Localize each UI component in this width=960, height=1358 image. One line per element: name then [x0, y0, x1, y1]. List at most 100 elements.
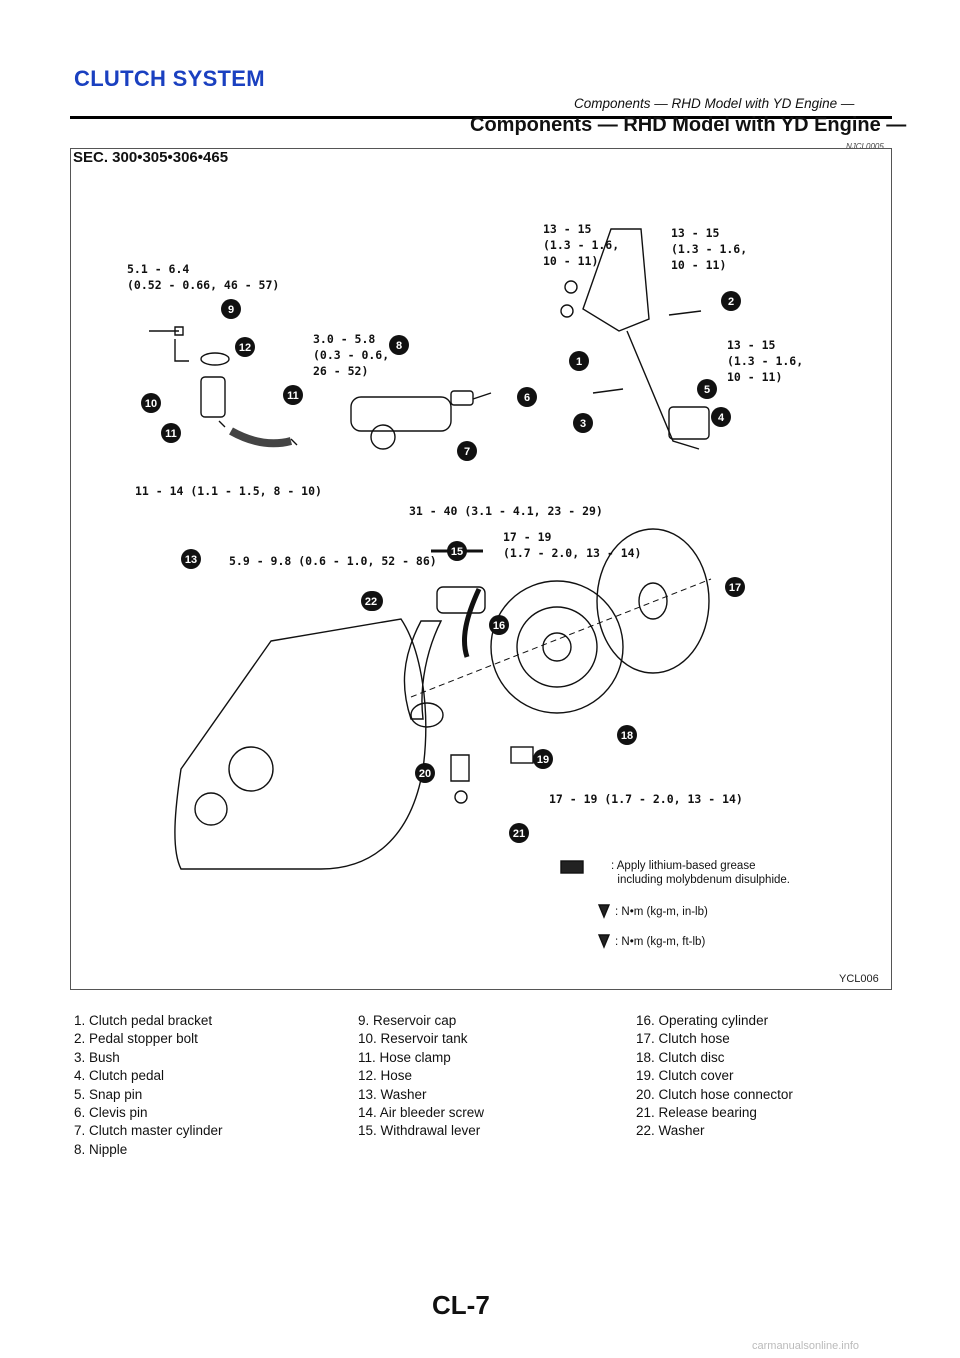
callout-11: 11: [161, 423, 181, 443]
master-cylinder-nipple: [370, 424, 396, 450]
transaxle-housing-shape: [174, 618, 427, 870]
callout-13: 13: [181, 549, 201, 569]
reservoir-cap-shape: [200, 352, 230, 366]
callout-20: 20: [415, 763, 435, 783]
svg-text:15: 15: [451, 546, 463, 558]
component-diagram: 1234567891011111213141516171819202122 SE…: [70, 148, 892, 990]
master-cylinder-port: [450, 390, 474, 406]
torque-spec: 11 - 14 (1.1 - 1.5, 8 - 10): [135, 484, 322, 498]
svg-text:10: 10: [145, 398, 157, 410]
torque-spec: 13 - 15 (1.3 - 1.6, 10 - 11): [727, 338, 804, 384]
callout-2: 2: [721, 291, 741, 311]
legend-grease-text: : Apply lithium-based grease including m…: [611, 860, 790, 886]
clutch-disc-shape: [596, 528, 710, 674]
reservoir-hose: [229, 427, 293, 448]
legend-nm-in-text: : N•m (kg-m, in-lb): [615, 906, 708, 918]
torque-spec: 31 - 40 (3.1 - 4.1, 23 - 29): [409, 504, 603, 518]
part-item: 5. Snap pin: [74, 1086, 143, 1102]
stopper-bolt: [668, 310, 702, 316]
center-line: [410, 578, 712, 698]
washer-shape: [454, 790, 468, 804]
svg-text:2: 2: [728, 296, 734, 308]
pedal-arm: [626, 330, 700, 450]
parts-list-col1: 1. Clutch pedal bracket 2. Pedal stopper…: [74, 1012, 223, 1159]
torque-spec: 3.0 - 5.8 (0.3 - 0.6, 26 - 52): [313, 332, 390, 378]
operating-cylinder-shape: [436, 586, 486, 614]
torque-spec: 5.9 - 9.8 (0.6 - 1.0, 52 - 86): [229, 554, 437, 568]
callout-6: 6: [517, 387, 537, 407]
part-item: 22. Washer: [636, 1123, 705, 1139]
clutch-cover-shape: [490, 580, 624, 714]
svg-text:12: 12: [239, 342, 251, 354]
callout-19: 19: [533, 749, 553, 769]
pedal-pad: [668, 406, 710, 440]
part-item: 1. Clutch pedal bracket: [74, 1013, 213, 1028]
torque-in-icon: [597, 904, 611, 919]
parts-list-col2: 9. Reservoir cap 10. Reservoir tank 11. …: [358, 1012, 484, 1141]
part-item: 3. Bush: [74, 1049, 120, 1065]
callout-12: 12: [235, 337, 255, 357]
callout-22: 22: [361, 591, 381, 611]
release-bearing-shape: [410, 702, 444, 728]
svg-text:11: 11: [165, 428, 177, 440]
torque-ft-icon: [597, 934, 611, 949]
legend-nm-ft-text: : N•m (kg-m, ft-lb): [615, 936, 706, 948]
svg-text:22: 22: [365, 596, 377, 608]
svg-text:5: 5: [704, 384, 710, 396]
pedal-bracket-shape: [582, 228, 650, 332]
callout-17: 17: [725, 577, 745, 597]
callout-10: 10: [141, 393, 161, 413]
torque-spec: 5.1 - 6.4 (0.52 - 0.66, 46 - 57): [127, 262, 280, 292]
page-number: CL-7: [432, 1290, 490, 1320]
figure-code: YCL006: [839, 973, 879, 985]
callout-15: 15: [447, 541, 467, 561]
callout-3: 3: [573, 413, 593, 433]
svg-text:20: 20: [419, 768, 431, 780]
part-item: 2. Pedal stopper bolt: [74, 1031, 198, 1047]
part-item: 10. Reservoir tank: [358, 1031, 468, 1047]
svg-text:19: 19: [537, 754, 549, 766]
part-item: 7. Clutch master cylinder: [74, 1123, 223, 1139]
callout-5: 5: [697, 379, 717, 399]
part-item: 20. Clutch hose connector: [636, 1086, 793, 1102]
callout-4: 4: [711, 407, 731, 427]
parts-list-col3: 16. Operating cylinder 17. Clutch hose 1…: [636, 1012, 793, 1141]
reservoir-tank-shape: [200, 376, 226, 418]
svg-text:1: 1: [576, 356, 582, 368]
withdrawal-lever-shape: [403, 620, 443, 720]
pushrod: [472, 392, 492, 400]
callout-7: 7: [457, 441, 477, 461]
callout-11: 11: [283, 385, 303, 405]
svg-text:9: 9: [228, 304, 234, 316]
part-item: 17. Clutch hose: [636, 1031, 730, 1047]
reservoir-bolt: [149, 326, 184, 336]
part-item: 9. Reservoir cap: [358, 1013, 457, 1028]
part-item: 21. Release bearing: [636, 1105, 757, 1121]
part-item: 14. Air bleeder screw: [358, 1105, 485, 1121]
svg-text:3: 3: [580, 418, 586, 430]
section-ref-label: SEC. 300•305•306•465: [73, 149, 229, 166]
part-item: 15. Withdrawal lever: [358, 1123, 481, 1139]
torque-spec: 17 - 19 (1.7 - 2.0, 13 - 14): [503, 530, 642, 560]
callout-16: 16: [489, 615, 509, 635]
svg-text:8: 8: [396, 340, 402, 352]
part-item: 11. Hose clamp: [358, 1049, 451, 1065]
hose-clamps: [218, 420, 298, 446]
part-item: 12. Hose: [358, 1068, 413, 1084]
callout-9: 9: [221, 299, 241, 319]
clevis-pin-shape: [592, 388, 624, 394]
svg-text:4: 4: [718, 412, 725, 424]
callout-1: 1: [569, 351, 589, 371]
torque-spec: 13 - 15 (1.3 - 1.6, 10 - 11): [671, 226, 748, 272]
header-subtitle: Components — RHD Model with YD Engine —: [574, 96, 855, 111]
section-code: NJCL0005: [846, 142, 884, 151]
svg-text:7: 7: [464, 446, 470, 458]
part-item: 8. Nipple: [74, 1141, 128, 1157]
hose-connector-shape: [510, 746, 534, 764]
header-rule: [70, 116, 892, 119]
callout-8: 8: [389, 335, 409, 355]
torque-spec: 13 - 15 (1.3 - 1.6, 10 - 11): [543, 222, 620, 268]
svg-text:18: 18: [621, 730, 633, 742]
svg-text:6: 6: [524, 392, 530, 404]
part-item: 13. Washer: [358, 1086, 427, 1102]
